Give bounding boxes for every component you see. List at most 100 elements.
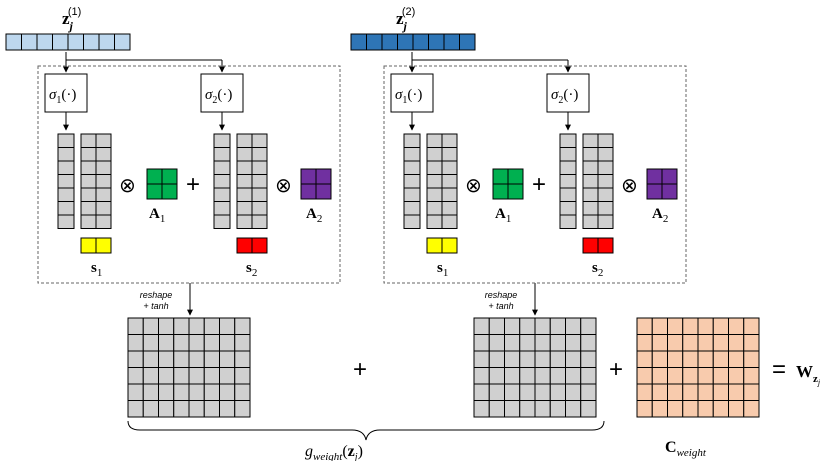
input-vector-1-cell <box>114 33 131 51</box>
b1-col1-cell <box>57 187 75 202</box>
output-matrix-2-cell <box>504 367 521 385</box>
c-weight-matrix-cell <box>728 334 745 352</box>
output-matrix-1-cell <box>219 350 236 368</box>
sigma2-label-1: σ2(·) <box>205 87 232 106</box>
c-weight-matrix-cell <box>651 400 668 418</box>
equals-operator: = <box>772 356 786 383</box>
output-matrix-2-cell <box>565 367 582 385</box>
plus-1: + <box>186 171 200 198</box>
input-label-1: zj(1) <box>62 6 81 33</box>
b2-mat1-cell <box>441 174 458 189</box>
output-matrix-1-cell <box>219 400 236 418</box>
b2-mat2-cell <box>597 187 614 202</box>
output-matrix-2-cell <box>488 334 505 352</box>
b1-mat1-cell <box>95 133 112 148</box>
c-weight-matrix-cell <box>728 400 745 418</box>
b1-A1-cell <box>161 168 178 185</box>
b1-col1-cell <box>57 160 75 175</box>
b1-col2-cell <box>213 174 231 189</box>
input-vector-2-cell <box>397 33 414 51</box>
output-matrix-2-cell <box>519 334 536 352</box>
b2-mat1-cell <box>426 160 443 175</box>
output-matrix-2-cell <box>473 334 490 352</box>
b2-mat2-cell <box>582 187 599 202</box>
output-matrix-2-cell <box>534 350 551 368</box>
b1-mat1-cell <box>95 201 112 216</box>
c-weight-matrix-cell <box>743 383 760 401</box>
output-matrix-1-cell <box>173 350 190 368</box>
b1-s2-cell <box>236 237 253 254</box>
c-weight-matrix-cell <box>651 317 668 335</box>
b2-A1-cell <box>507 183 524 200</box>
output-matrix-2-cell <box>565 334 582 352</box>
b1-mat1-cell <box>80 160 97 175</box>
b1-mat1-cell <box>95 147 112 162</box>
b1-mat2-cell <box>236 201 253 216</box>
b2-col1-cell <box>403 133 421 148</box>
c-weight-matrix-cell <box>743 334 760 352</box>
sigma2-label-2: σ2(·) <box>551 87 578 106</box>
output-matrix-2-cell <box>549 317 566 335</box>
b1-mat1-cell <box>95 160 112 175</box>
c-weight-matrix-cell <box>636 400 653 418</box>
output-matrix-1-cell <box>234 317 251 335</box>
output-matrix-2-cell <box>580 400 597 418</box>
output-matrix-1-cell <box>127 334 144 352</box>
input-vector-2-cell <box>381 33 398 51</box>
output-matrix-1-cell <box>234 367 251 385</box>
output-matrix-1-cell <box>142 367 159 385</box>
matrix-A1-2 <box>492 168 524 200</box>
input-vector-1-cell <box>52 33 69 51</box>
b2-col2-cell <box>559 133 577 148</box>
input-vector-1 <box>5 33 131 51</box>
b2-col2-cell <box>559 214 577 229</box>
sigma1-label-2: σ1(·) <box>395 87 422 106</box>
output-matrix-1-cell <box>188 334 205 352</box>
b2-mat2-cell <box>597 174 614 189</box>
reshape-label-2b: + tanh <box>488 301 513 311</box>
output-matrix-2-cell <box>565 350 582 368</box>
column-vector-1a <box>57 133 75 229</box>
sigma2-box-2 <box>546 73 590 113</box>
b2-col2-cell <box>559 201 577 216</box>
output-matrix-2-cell <box>519 367 536 385</box>
output-matrix-1-cell <box>142 334 159 352</box>
output-matrix-2-cell <box>549 367 566 385</box>
b2-mat1-cell <box>441 133 458 148</box>
vector-s2-1 <box>236 237 268 254</box>
b1-mat1-cell <box>95 187 112 202</box>
output-matrix-1-cell <box>158 400 175 418</box>
b1-s2-cell <box>251 237 268 254</box>
c-weight-matrix-cell <box>697 334 714 352</box>
A2-label-2: A2 <box>652 206 668 225</box>
output-matrix-2-cell <box>488 383 505 401</box>
b2-mat2-cell <box>597 147 614 162</box>
c-weight-matrix-cell <box>712 317 729 335</box>
output-matrix-2-cell <box>549 334 566 352</box>
output-matrix-1-cell <box>142 350 159 368</box>
c-weight-matrix-cell <box>743 367 760 385</box>
sigma1-box-2 <box>390 73 434 113</box>
c-weight-matrix-cell <box>667 334 684 352</box>
b2-mat2-cell <box>582 147 599 162</box>
b2-col1-cell <box>403 147 421 162</box>
output-matrix-1-cell <box>234 350 251 368</box>
output-matrix-1-cell <box>173 383 190 401</box>
b1-mat2-cell <box>236 133 253 148</box>
output-matrix-2-cell <box>565 400 582 418</box>
input-vector-2-cell <box>366 33 383 51</box>
b2-A1-cell <box>507 168 524 185</box>
dashed-block-1 <box>37 65 341 284</box>
A2-label-1: A2 <box>306 206 322 225</box>
matrix-A2-1 <box>300 168 332 200</box>
output-matrix-1-cell <box>142 383 159 401</box>
c-weight-matrix-cell <box>728 350 745 368</box>
c-weight-matrix-cell <box>743 317 760 335</box>
b1-mat2-cell <box>236 160 253 175</box>
c-weight-matrix-cell <box>667 400 684 418</box>
output-matrix-2-cell <box>473 383 490 401</box>
b1-mat2-cell <box>251 201 268 216</box>
output-matrix-2-cell <box>580 350 597 368</box>
output-matrix-2-cell <box>488 400 505 418</box>
output-matrix-1-cell <box>127 350 144 368</box>
